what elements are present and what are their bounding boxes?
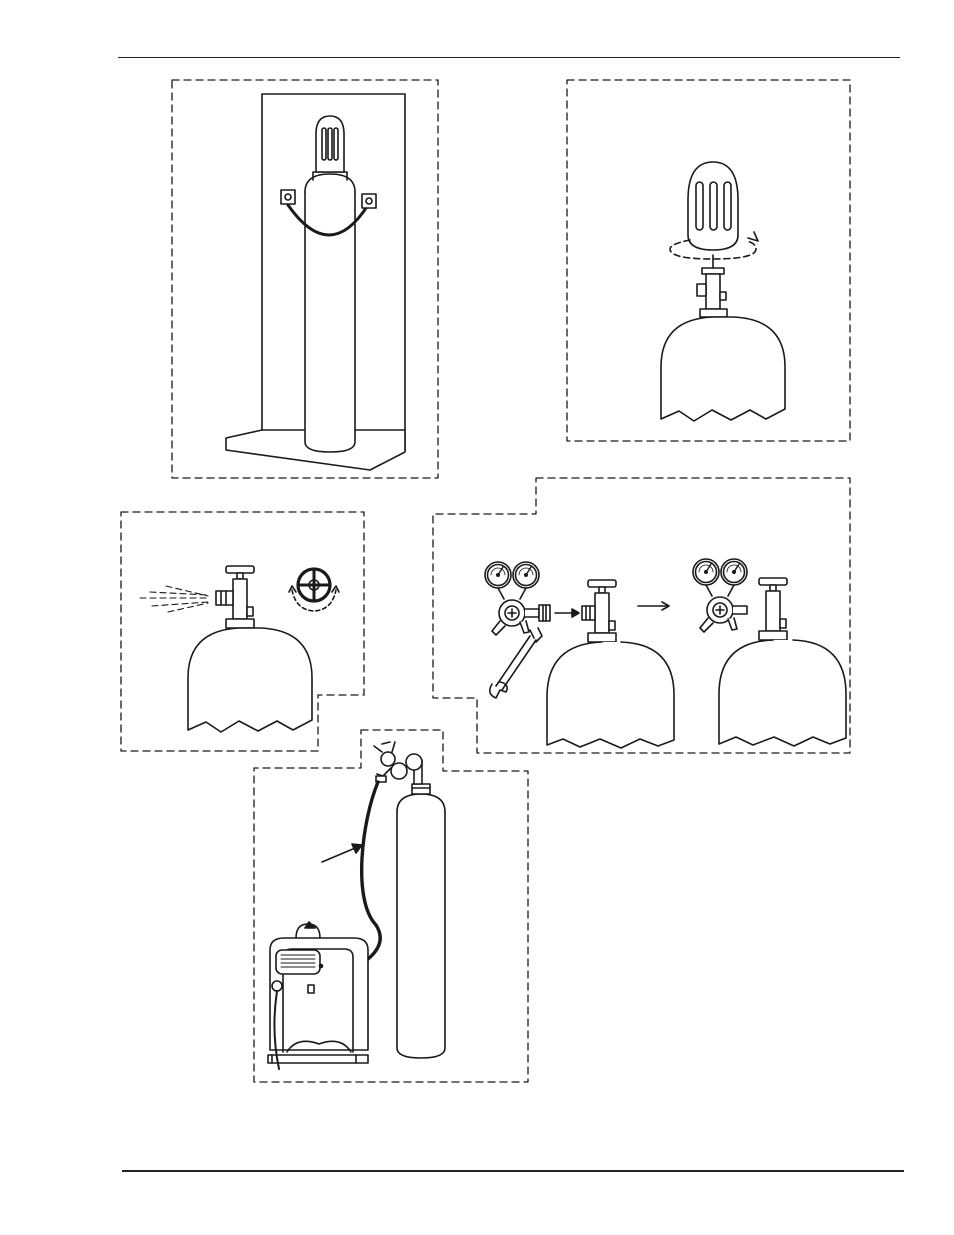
- panel-remove-cap: [567, 80, 850, 441]
- panel-attach-regulator: [433, 478, 850, 753]
- panel-connect-hose: [254, 730, 528, 1082]
- panel-crack-valve: [121, 512, 364, 751]
- panel-secure-cylinder: [172, 80, 438, 478]
